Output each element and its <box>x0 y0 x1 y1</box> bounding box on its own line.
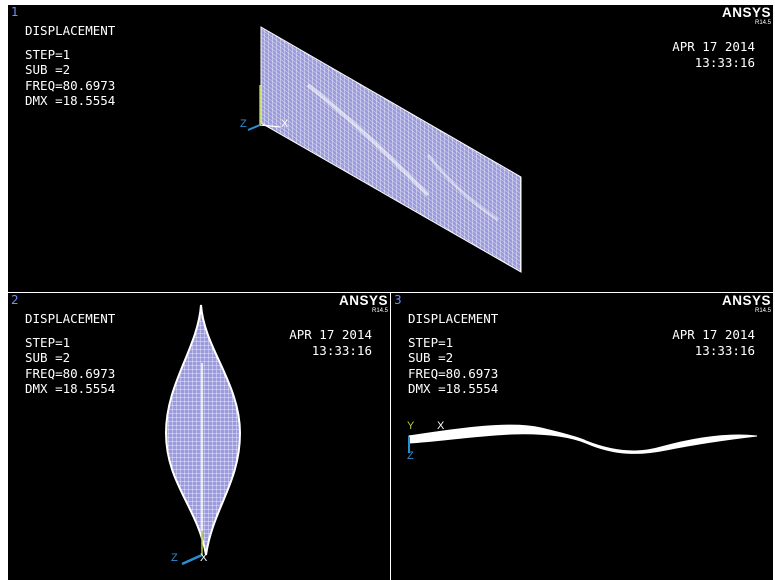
axis-label-z: Z <box>240 118 247 130</box>
plate-mesh <box>260 26 522 273</box>
brand-name: ANSYS <box>721 5 771 20</box>
dmx-label: DMX =18.5554 <box>408 381 499 396</box>
result-title: DISPLACEMENT <box>408 311 499 326</box>
freq-label: FREQ=80.6973 <box>25 77 116 93</box>
sub-label: SUB =2 <box>408 350 454 365</box>
date-label: APR 17 2014 <box>672 327 755 342</box>
time-label: 13:33:16 <box>694 342 755 358</box>
result-title: DISPLACEMENT <box>25 23 116 38</box>
viewport-window-2[interactable]: 2 DISPLACEMENT STEP=1 SUB =2 FREQ=80.697… <box>8 293 390 580</box>
ansys-logo: ANSYS R14.5 <box>339 294 388 315</box>
mode-shape-plot-3 <box>408 424 758 454</box>
deflected-beam <box>408 424 758 454</box>
result-info: DISPLACEMENT STEP=1 SUB =2 FREQ=80.6973 … <box>25 23 115 109</box>
step-label: STEP=1 <box>25 46 71 62</box>
brand-version: R14.5 <box>754 20 771 26</box>
beam-mesh <box>164 304 242 556</box>
freq-label: FREQ=80.6973 <box>25 365 116 381</box>
axis-triad-1 <box>247 85 281 131</box>
viewport-window-3[interactable]: 3 DISPLACEMENT STEP=1 SUB =2 FREQ=80.697… <box>391 293 773 580</box>
window-number: 1 <box>11 5 19 19</box>
freq-label: FREQ=80.6973 <box>408 365 499 381</box>
dmx-label: DMX =18.5554 <box>25 381 116 396</box>
brand-name: ANSYS <box>338 293 388 308</box>
axis-triad-2 <box>181 531 203 566</box>
step-label: STEP=1 <box>25 334 71 350</box>
axis-triad-3 <box>408 435 441 453</box>
ansys-logo: ANSYS R14.5 <box>722 294 771 315</box>
result-title: DISPLACEMENT <box>25 311 116 326</box>
brand-version: R14.5 <box>754 308 771 314</box>
brand-version: R14.5 <box>371 308 388 314</box>
step-label: STEP=1 <box>408 334 454 350</box>
axis-label-x: X <box>437 420 445 432</box>
axis-label-y: Y <box>407 420 415 432</box>
sub-label: SUB =2 <box>25 62 71 77</box>
brand-name: ANSYS <box>721 293 771 308</box>
result-info: DISPLACEMENT STEP=1 SUB =2 FREQ=80.6973 … <box>408 311 498 397</box>
time-label: 13:33:16 <box>311 342 372 358</box>
date-label: APR 17 2014 <box>672 39 755 54</box>
mode-shape-plot-1 <box>247 26 522 273</box>
axis-label-z: Z <box>171 552 178 564</box>
viewport-window-1[interactable]: 1 DISPLACEMENT STEP=1 SUB =2 FREQ=80.697… <box>8 5 773 292</box>
dmx-label: DMX =18.5554 <box>25 93 116 108</box>
axis-label-z: Z <box>407 450 414 462</box>
sub-label: SUB =2 <box>25 350 71 365</box>
mode-shape-plot-2 <box>164 304 242 566</box>
axis-label-x: X <box>200 552 208 564</box>
result-info: DISPLACEMENT STEP=1 SUB =2 FREQ=80.6973 … <box>25 311 115 397</box>
window-number: 3 <box>394 293 402 307</box>
date-label: APR 17 2014 <box>289 327 372 342</box>
window-number: 2 <box>11 293 19 307</box>
axis-label-x: X <box>281 118 289 130</box>
time-label: 13:33:16 <box>694 54 755 70</box>
ansys-logo: ANSYS R14.5 <box>722 6 771 27</box>
